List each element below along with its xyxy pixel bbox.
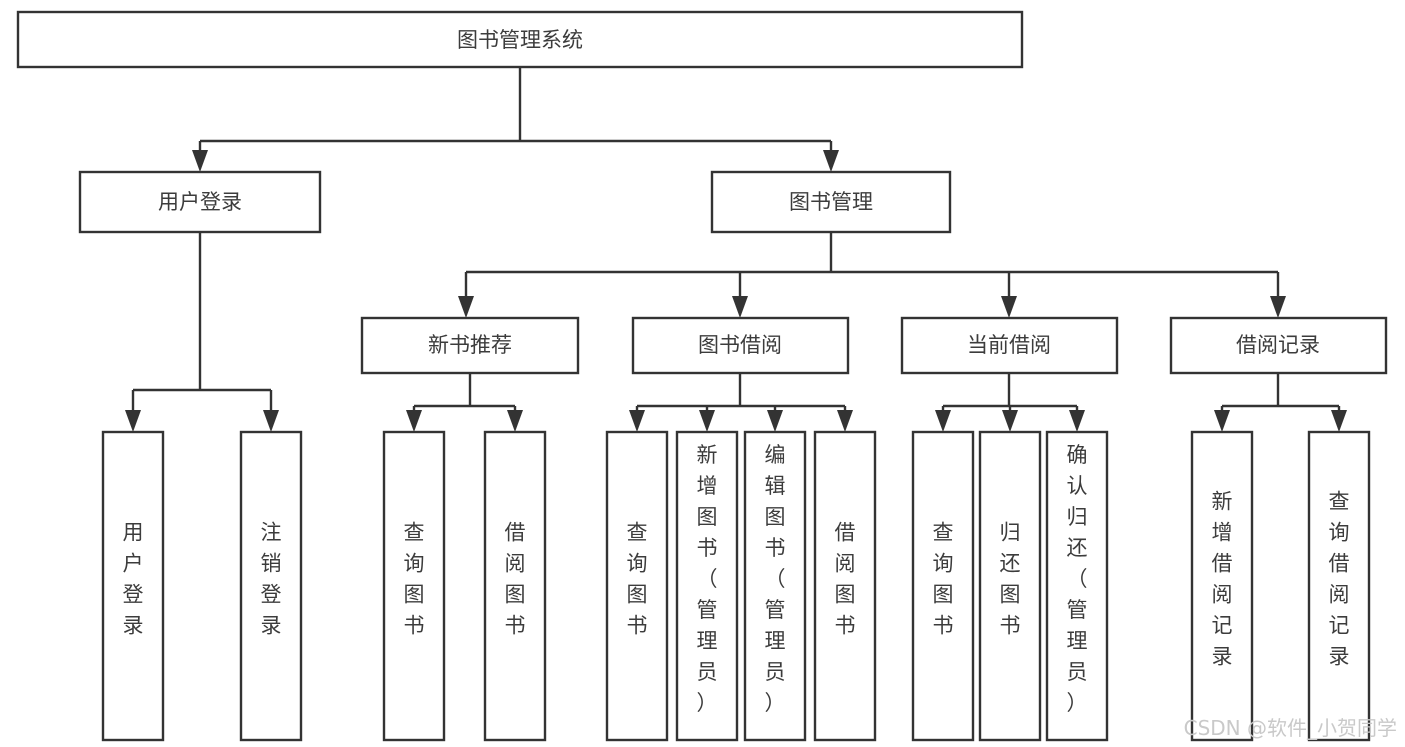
node-leaf-book-borrow-0-box[interactable]: [605, 430, 669, 742]
node-leaf-new-book-0[interactable]: 查询图书: [382, 430, 446, 742]
arrow-book-borrow-child-3: [837, 410, 853, 432]
node-new-book-recommend[interactable]: 新书推荐: [360, 316, 580, 375]
arrow-root-to-user-login: [192, 150, 208, 172]
node-leaf-book-borrow-1-box[interactable]: [675, 430, 739, 742]
arrow-current-borrow-child-2: [1069, 410, 1085, 432]
arrow-book-manage-child-3: [1270, 296, 1286, 318]
node-leaf-book-borrow-1[interactable]: 新增图书（管理员）: [675, 430, 739, 742]
node-leaf-user-login-1[interactable]: 注销登录: [239, 430, 303, 742]
node-leaf-borrow-record-0[interactable]: 新增借阅记录: [1190, 430, 1254, 742]
arrow-book-borrow-child-1: [699, 410, 715, 432]
connector-group-current-borrow: [935, 373, 1085, 432]
node-leaf-current-borrow-0-label: 查询图书: [933, 521, 954, 638]
node-root-system[interactable]: 图书管理系统: [16, 10, 1024, 69]
node-leaf-book-borrow-3[interactable]: 借阅图书: [813, 430, 877, 742]
node-book-manage[interactable]: 图书管理: [710, 170, 952, 234]
node-leaf-current-borrow-2-box[interactable]: [1045, 430, 1109, 742]
node-new-book-recommend-box[interactable]: [360, 316, 580, 375]
node-user-login-box[interactable]: [78, 170, 322, 234]
node-leaf-borrow-record-1[interactable]: 查询借阅记录: [1307, 430, 1371, 742]
arrow-user-login-child-1: [263, 410, 279, 432]
node-leaf-user-login-0[interactable]: 用户登录: [101, 430, 165, 742]
arrow-new-book-child-1: [507, 410, 523, 432]
node-leaf-borrow-record-0-box[interactable]: [1190, 430, 1254, 742]
node-leaf-current-borrow-1-label: 归还图书: [1000, 521, 1021, 638]
arrow-borrow-record-child-0: [1214, 410, 1230, 432]
arrow-current-borrow-child-1: [1002, 410, 1018, 432]
node-borrow-record[interactable]: 借阅记录: [1169, 316, 1388, 375]
node-leaf-new-book-0-box[interactable]: [382, 430, 446, 742]
arrow-new-book-child-0: [406, 410, 422, 432]
node-book-borrow[interactable]: 图书借阅: [631, 316, 850, 375]
arrow-root-to-book-manage: [823, 150, 839, 172]
connector-group-new-book: [406, 373, 523, 432]
arrow-borrow-record-child-1: [1331, 410, 1347, 432]
node-leaf-current-borrow-2[interactable]: 确认归还（管理员）: [1045, 430, 1109, 742]
node-root-system-box[interactable]: [16, 10, 1024, 69]
arrow-book-borrow-child-2: [767, 410, 783, 432]
connector-group-user-login: [125, 232, 279, 432]
node-book-borrow-label: 图书借阅: [698, 333, 782, 357]
arrow-book-manage-child-0: [458, 296, 474, 318]
arrow-current-borrow-child-0: [935, 410, 951, 432]
node-root-system-label: 图书管理系统: [457, 28, 583, 52]
node-leaf-user-login-1-label: 注销登录: [261, 521, 282, 638]
node-leaf-current-borrow-2-label: 确认归还（管理员）: [1067, 443, 1088, 715]
node-borrow-record-box[interactable]: [1169, 316, 1388, 375]
node-leaf-new-book-1-box[interactable]: [483, 430, 547, 742]
node-leaf-current-borrow-1[interactable]: 归还图书: [978, 430, 1042, 742]
arrow-book-borrow-child-0: [629, 410, 645, 432]
node-book-borrow-box[interactable]: [631, 316, 850, 375]
node-user-login-label: 用户登录: [158, 190, 242, 214]
node-new-book-recommend-label: 新书推荐: [428, 333, 512, 357]
node-current-borrow-label: 当前借阅: [967, 333, 1051, 357]
node-leaf-borrow-record-0-label: 新增借阅记录: [1212, 490, 1233, 669]
arrow-book-manage-child-2: [1001, 296, 1017, 318]
connector-group-root: [192, 67, 839, 172]
node-leaf-new-book-1[interactable]: 借阅图书: [483, 430, 547, 742]
node-leaf-user-login-1-box[interactable]: [239, 430, 303, 742]
connector-group-book-borrow: [629, 373, 853, 432]
node-leaf-book-borrow-2-box[interactable]: [743, 430, 807, 742]
node-borrow-record-label: 借阅记录: [1236, 333, 1320, 357]
node-leaf-new-book-0-label: 查询图书: [404, 521, 425, 638]
node-leaf-current-borrow-0[interactable]: 查询图书: [911, 430, 975, 742]
node-leaf-book-borrow-2-label: 编辑图书（管理员）: [765, 443, 786, 715]
node-leaf-borrow-record-1-label: 查询借阅记录: [1329, 490, 1350, 669]
node-current-borrow-box[interactable]: [900, 316, 1119, 375]
connector-group-borrow-record: [1214, 373, 1347, 432]
node-book-manage-box[interactable]: [710, 170, 952, 234]
node-leaf-new-book-1-label: 借阅图书: [505, 521, 526, 638]
node-leaf-current-borrow-0-box[interactable]: [911, 430, 975, 742]
node-leaf-book-borrow-2[interactable]: 编辑图书（管理员）: [743, 430, 807, 742]
arrow-book-manage-child-1: [732, 296, 748, 318]
node-leaf-book-borrow-3-box[interactable]: [813, 430, 877, 742]
node-book-manage-label: 图书管理: [789, 190, 873, 214]
node-leaf-book-borrow-3-label: 借阅图书: [835, 521, 856, 638]
node-current-borrow[interactable]: 当前借阅: [900, 316, 1119, 375]
node-leaf-user-login-0-label: 用户登录: [123, 521, 144, 638]
node-leaf-user-login-0-box[interactable]: [101, 430, 165, 742]
arrow-user-login-child-0: [125, 410, 141, 432]
node-leaf-borrow-record-1-box[interactable]: [1307, 430, 1371, 742]
csdn-watermark: CSDN @软件_小贺同学: [1184, 716, 1397, 740]
node-leaf-book-borrow-0[interactable]: 查询图书: [605, 430, 669, 742]
node-user-login[interactable]: 用户登录: [78, 170, 322, 234]
node-leaf-book-borrow-0-label: 查询图书: [627, 521, 648, 638]
node-leaf-current-borrow-1-box[interactable]: [978, 430, 1042, 742]
node-leaf-book-borrow-1-label: 新增图书（管理员）: [697, 443, 718, 715]
connector-group-book-manage: [458, 232, 1286, 318]
